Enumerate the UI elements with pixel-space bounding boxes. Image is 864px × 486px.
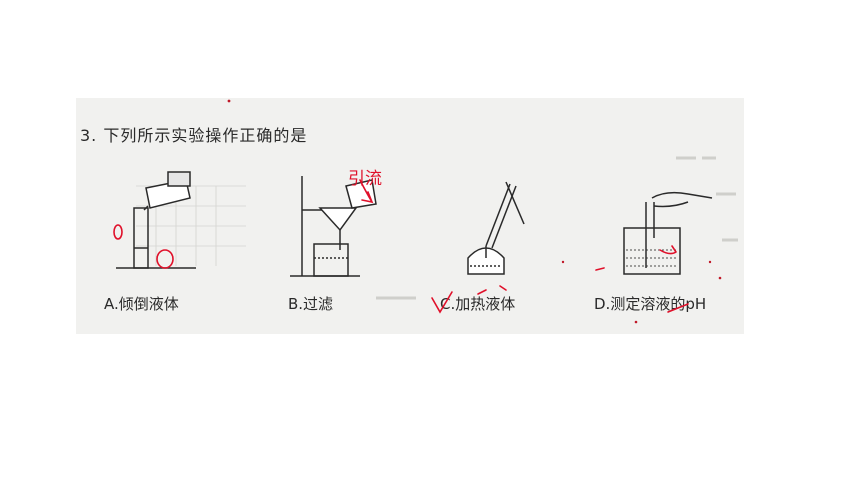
option-c-label: C.加热液体 bbox=[440, 295, 516, 313]
bleed-through-marks bbox=[376, 156, 738, 300]
scanned-question-image: 3. 下列所示实验操作正确的是 A.倾倒液体 B.过滤 C.加热液体 D.测定溶… bbox=[76, 98, 744, 334]
illustration-c-heating bbox=[467, 181, 525, 275]
illustration-a-pouring bbox=[116, 171, 196, 269]
illustration-d-ph bbox=[623, 191, 713, 275]
question-text: 3. 下列所示实验操作正确的是 bbox=[80, 126, 308, 145]
option-d-label: D.测定溶液的pH bbox=[594, 295, 707, 313]
option-a-label: A.倾倒液体 bbox=[104, 295, 179, 313]
illustration-b-filtration bbox=[290, 176, 377, 277]
option-b-label: B.过滤 bbox=[288, 295, 334, 313]
handwritten-note: 引流 bbox=[348, 169, 382, 189]
